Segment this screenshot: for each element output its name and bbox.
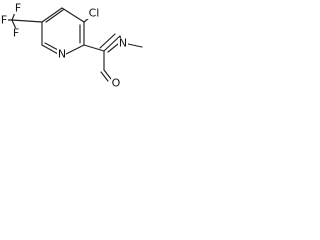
amine-methyl-left-bond bbox=[107, 43, 119, 53]
ring-bond-c4-c3 bbox=[61, 7, 85, 23]
aldehyde-carbonyl-bond bbox=[103, 69, 112, 80]
chlorine-label: Cl bbox=[89, 7, 100, 20]
fluorine-label-left: F bbox=[1, 14, 7, 27]
cf3-to-ring-bond bbox=[11, 19, 43, 23]
amine-methyl-right-bond bbox=[127, 43, 143, 48]
fluorine-label-lower: F bbox=[13, 27, 19, 40]
ring-bond-n-c6-inner bbox=[44, 42, 59, 51]
amine-nitrogen-label: N bbox=[119, 37, 127, 50]
ring-bond-c5-c4-inner bbox=[45, 9, 64, 23]
chemical-structure: F F F Cl N N O bbox=[0, 2, 143, 90]
pyridine-nitrogen-label: N bbox=[58, 48, 66, 61]
ring-bond-c2-n bbox=[65, 44, 85, 55]
aldehyde-carbonyl-bond-inner bbox=[100, 71, 109, 82]
ring-bond-n-c6 bbox=[41, 44, 59, 55]
atom-labels: F F F Cl N N O bbox=[0, 2, 128, 90]
alkene-bond bbox=[103, 35, 121, 52]
ring-to-alkene-bond bbox=[83, 44, 105, 52]
oxygen-label: O bbox=[112, 77, 121, 90]
cf-bond-lower bbox=[11, 19, 17, 30]
alkene-bond-inner bbox=[99, 33, 116, 49]
ring-bond-c5-c4 bbox=[41, 7, 63, 23]
fluorine-label-top: F bbox=[15, 2, 21, 15]
